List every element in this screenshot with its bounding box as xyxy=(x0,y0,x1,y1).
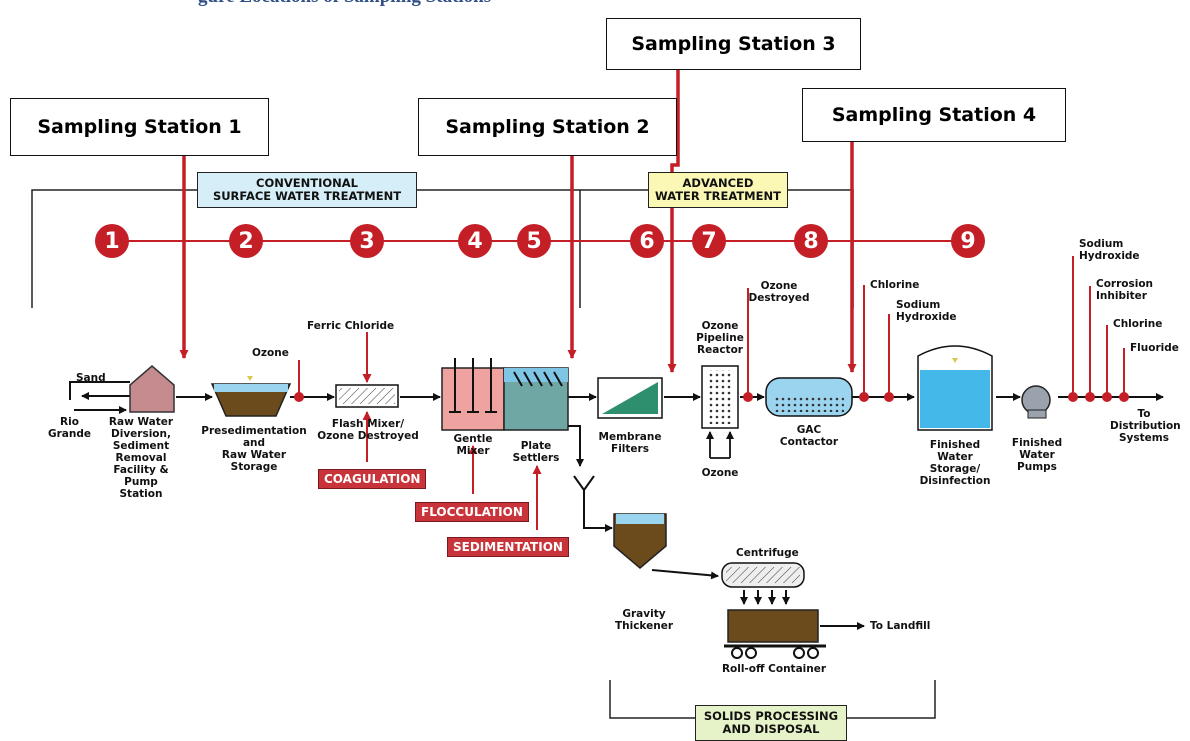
chlorine-label-1: Chlorine xyxy=(870,279,920,291)
sampling-station-3-box: Sampling Station 3 xyxy=(606,18,861,70)
figure-heading: gure Locations of Sampling Stations xyxy=(198,0,491,8)
gentle-mixer-label: Gentle Mixer xyxy=(453,433,493,457)
conventional-treatment-banner: CONVENTIONAL SURFACE WATER TREATMENT xyxy=(197,172,417,208)
raw-water-facility xyxy=(129,365,175,413)
sampling-station-2-box: Sampling Station 2 xyxy=(418,98,677,156)
fluoride-label: Fluoride xyxy=(1130,342,1179,354)
coagulation-tag: COAGULATION xyxy=(318,469,427,489)
to-landfill-label: To Landfill xyxy=(870,620,931,632)
gravity-thickener-label: Gravity Thickener xyxy=(614,608,674,632)
centrifuge-label: Centrifuge xyxy=(736,547,799,559)
sodium-hydroxide-label-1: Sodium Hydroxide xyxy=(896,299,957,323)
step-marker-9: 9 xyxy=(951,224,985,258)
rio-grande-label: Rio Grande xyxy=(48,416,91,440)
solids-processing-banner: SOLIDS PROCESSING AND DISPOSAL xyxy=(695,705,847,741)
membrane-filters-label: Membrane Filters xyxy=(598,431,662,455)
ozone-destroyed-label: Ozone Destroyed xyxy=(748,280,810,304)
rolloff-container xyxy=(727,609,819,643)
flash-mixer-label: Flash Mixer/ Ozone Destroyed xyxy=(317,418,419,442)
step-marker-7: 7 xyxy=(692,224,726,258)
presedimentation-label: Presedimentation and Raw Water Storage xyxy=(201,425,307,473)
rolloff-container-label: Roll-off Container xyxy=(721,663,827,675)
raw-water-label: Raw Water Diversion, Sediment Removal Fa… xyxy=(108,416,174,500)
step-marker-3: 3 xyxy=(350,224,384,258)
step-marker-6: 6 xyxy=(630,224,664,258)
gac-contactor-label: GAC Contactor xyxy=(779,424,839,448)
plate-settlers-label: Plate Settlers xyxy=(512,440,560,464)
sodium-hydroxide-label-2: Sodium Hydroxide xyxy=(1079,238,1140,262)
ozone-bottom-label: Ozone xyxy=(701,467,739,479)
finished-water-pumps-label: Finished Water Pumps xyxy=(1011,437,1063,473)
step-marker-8: 8 xyxy=(794,224,828,258)
sampling-station-4-box: Sampling Station 4 xyxy=(802,88,1066,142)
step-marker-5: 5 xyxy=(517,224,551,258)
sampling-station-1-box: Sampling Station 1 xyxy=(10,98,269,156)
ferric-chloride-label: Ferric Chloride xyxy=(307,320,395,332)
step-marker-1: 1 xyxy=(95,224,129,258)
step-marker-4: 4 xyxy=(458,224,492,258)
corrosion-inhibiter-label: Corrosion Inhibiter xyxy=(1096,278,1154,302)
flocculation-tag: FLOCCULATION xyxy=(415,502,529,522)
sand-label: Sand xyxy=(76,372,106,384)
advanced-treatment-banner: ADVANCED WATER TREATMENT xyxy=(648,172,788,208)
to-distribution-label: To Distribution Systems xyxy=(1110,408,1181,444)
sedimentation-tag: SEDIMENTATION xyxy=(447,537,569,557)
finished-water-storage-label: Finished Water Storage/ Disinfection xyxy=(919,439,991,487)
step-marker-2: 2 xyxy=(229,224,263,258)
chlorine-label-2: Chlorine xyxy=(1113,318,1163,330)
ozone-pipeline-reactor-label: Ozone Pipeline Reactor xyxy=(696,320,744,356)
station-3-pointer xyxy=(667,68,680,373)
ozone-input-label: Ozone xyxy=(252,347,289,359)
